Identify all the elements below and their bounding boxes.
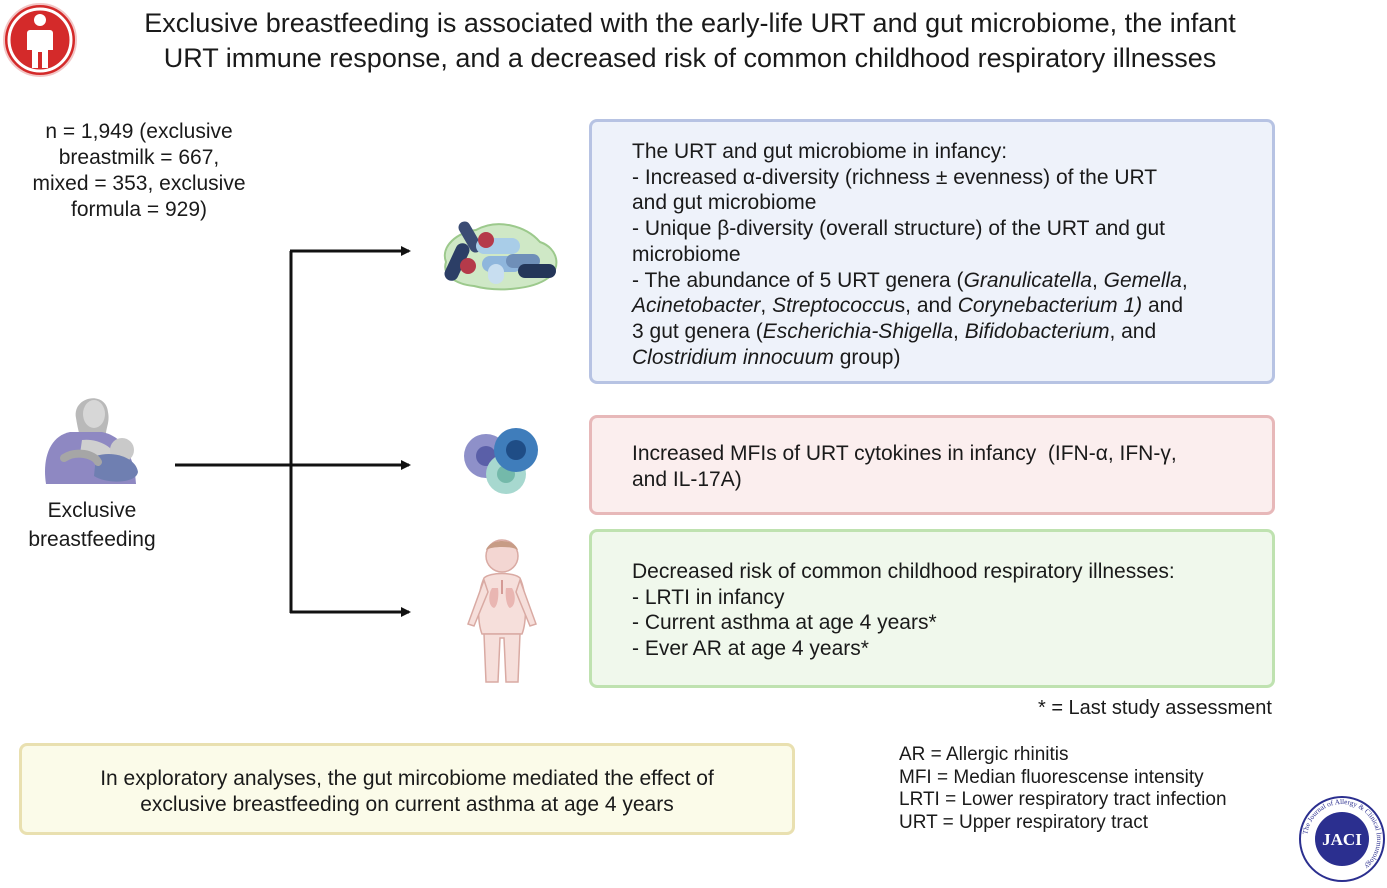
- gut-genera-prefix: 3 gut genera (: [632, 319, 763, 343]
- risk-item-ar: - Ever AR at age 4 years*: [632, 637, 869, 661]
- respiratory-risk-box: Decreased risk of common childhood respi…: [589, 529, 1275, 688]
- genera-line-1: - The abundance of 5 URT genera (Granuli…: [632, 268, 1252, 294]
- exposure-line-1: Exclusive: [47, 499, 137, 522]
- abbrev-lrti: LRTI = Lower respiratory tract infection: [899, 789, 1227, 810]
- cytokine-line-2: and IL-17A): [632, 467, 742, 491]
- risk-item-lrti: - LRTI in infancy: [632, 585, 785, 609]
- genera-sep-5: ,: [953, 319, 965, 343]
- genera-sep-6: , and: [1109, 319, 1157, 343]
- genus-acinetobacter: Acinetobacter: [632, 294, 761, 318]
- exploratory-analysis-box: In exploratory analyses, the gut mircobi…: [19, 743, 795, 835]
- genera-line-2: Acinetobacter, Streptococcus, and Coryne…: [632, 293, 1252, 319]
- sample-line-2: breastmilk = 667,: [58, 146, 220, 169]
- microbiome-heading: The URT and gut microbiome in infancy:: [632, 140, 1008, 163]
- title-line-2: URT immune response, and a decreased ris…: [163, 43, 1217, 73]
- bacteria-icon: [436, 212, 564, 292]
- risk-item-asthma: - Current asthma at age 4 years*: [632, 611, 937, 635]
- risk-heading: Decreased risk of common childhood respi…: [632, 560, 1175, 583]
- abbrev-urt: URT = Upper respiratory tract: [899, 811, 1149, 833]
- breastfeeding-mother-icon: [36, 388, 146, 484]
- genera-sep-4: s, and: [894, 294, 958, 318]
- respiratory-risk-text: Decreased risk of common childhood respi…: [632, 559, 1252, 662]
- cytokine-line-1: Increased MFIs of URT cytokines in infan…: [632, 442, 1177, 465]
- genus-corynebacterium: Corynebacterium 1): [957, 294, 1143, 318]
- footnote: * = Last study assessment: [1037, 697, 1272, 719]
- jaci-logo: JACI The Journal of Allergy & Clinical I…: [1298, 795, 1386, 883]
- genus-escherichia-shigella: Escherichia-Shigella: [762, 319, 954, 343]
- microbiome-finding-box: The URT and gut microbiome in infancy: -…: [589, 119, 1275, 384]
- jaci-logo-abbrev: JACI: [1322, 830, 1362, 849]
- immune-cells-icon: [460, 426, 544, 498]
- title-line-1: Exclusive breastfeeding is associated wi…: [144, 8, 1236, 38]
- genera-sep-3: ,: [760, 294, 773, 318]
- abbrev-ar: AR = Allergic rhinitis: [899, 744, 1069, 765]
- cytokine-finding-text: Increased MFIs of URT cytokines in infan…: [632, 441, 1252, 492]
- abbreviations-legend: AR = Allergic rhinitis MFI = Median fluo…: [899, 744, 1227, 834]
- genus-granulicatella: Granulicatella: [963, 268, 1092, 292]
- genera-line-3: 3 gut genera (Escherichia-Shigella, Bifi…: [632, 319, 1252, 345]
- genus-bifidobacterium: Bifidobacterium: [964, 319, 1110, 343]
- child-lungs-icon: [462, 538, 542, 686]
- exploratory-analysis-text: In exploratory analyses, the gut mircobi…: [42, 766, 772, 817]
- exploratory-line-1: In exploratory analyses, the gut mircobi…: [100, 767, 714, 790]
- sample-line-3: mixed = 353, exclusive: [32, 172, 246, 195]
- alpha-diversity-line-1: - Increased α-diversity (richness ± even…: [632, 165, 1158, 189]
- exposure-line-2: breastfeeding: [28, 528, 156, 551]
- abbrev-mfi: MFI = Median fluorescense intensity: [899, 766, 1204, 788]
- sample-line-4: formula = 929): [71, 198, 207, 221]
- microbiome-finding-text: The URT and gut microbiome in infancy: -…: [632, 139, 1252, 370]
- genus-clostridium-innocuum: Clostridium innocuum: [632, 345, 834, 369]
- genus-gemella: Gemella: [1103, 268, 1182, 292]
- beta-diversity-line-1: - Unique β-diversity (overall structure)…: [632, 217, 1166, 241]
- genera-sep-2: ,: [1181, 268, 1188, 292]
- exploratory-line-2: exclusive breastfeeding on current asthm…: [140, 792, 674, 816]
- header-person-icon: [0, 0, 80, 80]
- sample-line-1: n = 1,949 (exclusive: [45, 120, 233, 143]
- genera-prefix: - The abundance of 5 URT genera (: [632, 268, 964, 292]
- cytokine-finding-box: Increased MFIs of URT cytokines in infan…: [589, 415, 1275, 515]
- exposure-label: Exclusive breastfeeding: [14, 496, 170, 554]
- genera-suffix: group): [833, 345, 901, 369]
- genera-sep-1: ,: [1091, 268, 1104, 292]
- genus-streptococcus: Streptococcu: [772, 294, 895, 318]
- alpha-diversity-line-2: and gut microbiome: [632, 191, 817, 215]
- genera-mid: and: [1142, 294, 1183, 318]
- genera-line-4: Clostridium innocuum group): [632, 345, 1252, 371]
- sample-size-text: n = 1,949 (exclusive breastmilk = 667, m…: [14, 119, 264, 223]
- page-title: Exclusive breastfeeding is associated wi…: [90, 6, 1290, 76]
- beta-diversity-line-2: microbiome: [632, 242, 741, 266]
